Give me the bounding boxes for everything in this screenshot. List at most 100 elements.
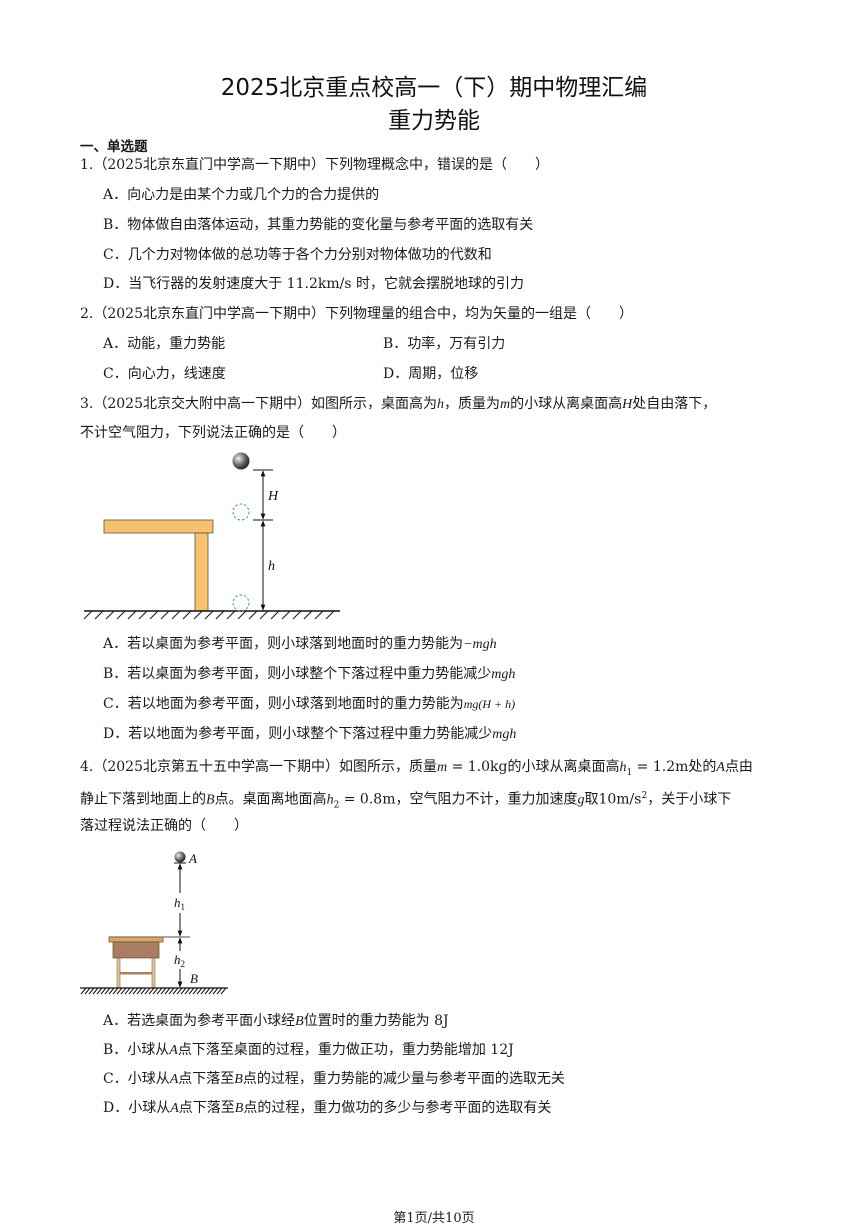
question-text: 处自由落下， bbox=[632, 396, 717, 412]
question-source: （2025北京第五十五中学高一下期中） bbox=[93, 759, 339, 775]
question-3-option-b[interactable]: B．若以桌面为参考平面，则小球整个下落过程中重力势能减少mgh bbox=[103, 665, 515, 684]
question-source: （2025北京东直门中学高一下期中） bbox=[93, 157, 325, 173]
variable-B: B bbox=[234, 1101, 244, 1116]
question-1-stem: 1.（2025北京东直门中学高一下期中）下列物理概念中，错误的是（ ） bbox=[80, 156, 549, 174]
question-4-option-c[interactable]: C．小球从A点下落至B点的过程，重力势能的减少量与参考平面的选取无关 bbox=[103, 1070, 565, 1089]
variable-B: B bbox=[206, 792, 215, 808]
value-h2: = 0.8m bbox=[339, 791, 396, 808]
option-text: 位置时的重力势能为 8J bbox=[303, 1013, 449, 1029]
variable-A: A bbox=[170, 1101, 179, 1116]
question-4-figure: A h1 h2 B bbox=[80, 851, 228, 995]
question-2-option-a[interactable]: A．动能，重力势能 bbox=[103, 336, 226, 352]
ball-icon bbox=[232, 452, 250, 470]
subscript: 2 bbox=[333, 800, 340, 811]
document-title: 2025北京重点校高一（下）期中物理汇编 bbox=[220, 75, 648, 101]
variable-A: A bbox=[716, 760, 725, 775]
question-text: 的小球从离桌面高 bbox=[507, 759, 620, 775]
question-1-option-d[interactable]: D．当飞行器的发射速度大于 11.2km/s 时，它就会摆脱地球的引力 bbox=[103, 276, 524, 292]
question-text: ，空气阻力不计，重力加速度 bbox=[395, 791, 578, 808]
section-heading: 一、单选题 bbox=[80, 139, 148, 155]
option-text: D．若以地面为参考平面，则小球整个下落过程中重力势能减少 bbox=[103, 726, 493, 742]
subscript: 1 bbox=[626, 767, 633, 778]
option-expression: mgh bbox=[492, 727, 517, 742]
option-expression: mgh bbox=[491, 667, 516, 682]
desk-top-shape bbox=[108, 936, 164, 943]
question-text: ，关于小球下 bbox=[647, 791, 732, 808]
option-text: 点的过程，重力势能的减少量与参考平面的选取无关 bbox=[242, 1071, 565, 1087]
question-text: 处的 bbox=[688, 759, 717, 775]
option-text: 点下落至桌面的过程，重力做正功，重力势能增加 12J bbox=[177, 1042, 514, 1058]
option-text: D．小球从 bbox=[103, 1100, 171, 1116]
option-text: A．若选桌面为参考平面小球经 bbox=[103, 1013, 296, 1029]
variable-m: m bbox=[500, 397, 511, 412]
page-number: 第1页/共10页 bbox=[393, 1211, 475, 1226]
question-2-option-b[interactable]: B．功率，万有引力 bbox=[383, 336, 506, 352]
variable-A: A bbox=[169, 1072, 179, 1087]
question-1-option-a[interactable]: A．向心力是由某个力或几个力的合力提供的 bbox=[103, 187, 380, 203]
question-2-option-d[interactable]: D．周期，位移 bbox=[383, 366, 479, 382]
question-2-option-c[interactable]: C．向心力，线速度 bbox=[103, 366, 226, 382]
question-1-option-b[interactable]: B．物体做自由落体运动，其重力势能的变化量与参考平面的选取有关 bbox=[103, 217, 534, 233]
ghost-ball-ground-level bbox=[232, 594, 250, 612]
variable-B: B bbox=[295, 1014, 304, 1029]
question-3-option-a[interactable]: A．若以桌面为参考平面，则小球落到地面时的重力势能为−mgh bbox=[103, 635, 497, 654]
variable-B: B bbox=[234, 1072, 243, 1087]
question-number: 4. bbox=[80, 759, 94, 775]
question-4-stem-line1: 4.（2025北京第五十五中学高一下期中）如图所示，质量m = 1.0kg的小球… bbox=[80, 758, 753, 782]
ground-hatching bbox=[83, 610, 335, 620]
ball-A-icon bbox=[174, 851, 186, 863]
question-text: 点。桌面离地面高 bbox=[214, 791, 327, 808]
question-4-option-d[interactable]: D．小球从A点下落至B点的过程，重力做功的多少与参考平面的选取有关 bbox=[103, 1099, 551, 1118]
question-4-stem-line3: 落过程说法正确的（ ） bbox=[80, 818, 248, 834]
question-3-option-c[interactable]: C．若以地面为参考平面，则小球落到地面时的重力势能为mg(H + h) bbox=[103, 695, 515, 713]
question-text: 取10m/s bbox=[584, 791, 642, 808]
option-text: 点下落至 bbox=[178, 1100, 235, 1116]
variable-H: H bbox=[622, 397, 633, 412]
option-text: C．小球从 bbox=[103, 1071, 170, 1087]
label-A: A bbox=[188, 851, 197, 866]
option-text: C．若以地面为参考平面，则小球落到地面时的重力势能为 bbox=[103, 696, 464, 712]
question-source: （2025北京东直门中学高一下期中） bbox=[93, 306, 325, 322]
label-H: H bbox=[267, 489, 279, 504]
option-expression: mg(H + h) bbox=[463, 697, 516, 711]
question-number: 1. bbox=[80, 157, 94, 173]
ghost-ball-table-level bbox=[232, 503, 250, 521]
question-text: 点由 bbox=[724, 759, 753, 775]
question-text: 如图所示，质量 bbox=[339, 759, 437, 775]
option-text: 点下落至 bbox=[178, 1071, 235, 1087]
option-expression: −mgh bbox=[463, 637, 497, 652]
table-leg-shape bbox=[194, 532, 209, 612]
option-text: B．若以桌面为参考平面，则小球整个下落过程中重力势能减少 bbox=[103, 666, 492, 682]
question-4-option-b[interactable]: B．小球从A点下落至桌面的过程，重力做正功，重力势能增加 12J bbox=[103, 1041, 514, 1060]
variable-g: g bbox=[577, 792, 585, 808]
svg-text:h2: h2 bbox=[174, 952, 185, 969]
question-text: 如图所示，桌面高为 bbox=[311, 396, 437, 412]
variable-h: h bbox=[437, 397, 444, 412]
label-B: B bbox=[190, 971, 198, 986]
variable-h2: h bbox=[326, 792, 334, 808]
question-source: （2025北京交大附中高一下期中） bbox=[93, 396, 311, 412]
value-h1: = 1.2m bbox=[632, 759, 689, 775]
superscript: 2 bbox=[641, 791, 648, 801]
question-text: 的小球从离桌面高 bbox=[510, 396, 623, 412]
variable-m: m bbox=[437, 760, 448, 775]
question-number: 3. bbox=[80, 396, 94, 412]
question-text: ，质量为 bbox=[444, 396, 500, 412]
table-top-shape bbox=[103, 519, 214, 534]
question-3-stem-line2: 不计空气阻力，下列说法正确的是（ ） bbox=[80, 425, 346, 441]
variable-h1: h bbox=[619, 760, 627, 775]
option-text: A．若以桌面为参考平面，则小球落到地面时的重力势能为 bbox=[103, 636, 464, 652]
question-4-option-a[interactable]: A．若选桌面为参考平面小球经B位置时的重力势能为 8J bbox=[103, 1012, 449, 1031]
question-text: 下列物理量的组合中，均为矢量的一组是（ ） bbox=[325, 306, 633, 322]
option-text: 点的过程，重力做功的多少与参考平面的选取有关 bbox=[243, 1100, 552, 1116]
document-subtitle: 重力势能 bbox=[388, 108, 480, 134]
question-4-stem-line2: 静止下落到地面上的B点。桌面离地面高h2 = 0.8m，空气阻力不计，重力加速度… bbox=[80, 787, 731, 814]
label-h: h bbox=[268, 559, 275, 574]
question-text: 下列物理概念中，错误的是（ ） bbox=[325, 157, 549, 173]
question-1-option-c[interactable]: C．几个力对物体做的总功等于各个力分别对物体做功的代数和 bbox=[103, 247, 492, 263]
question-number: 2. bbox=[80, 306, 94, 322]
question-3-stem-line1: 3.（2025北京交大附中高一下期中）如图所示，桌面高为h，质量为m的小球从离桌… bbox=[80, 395, 716, 414]
option-text: B．小球从 bbox=[103, 1042, 170, 1058]
question-3-option-d[interactable]: D．若以地面为参考平面，则小球整个下落过程中重力势能减少mgh bbox=[103, 725, 516, 744]
